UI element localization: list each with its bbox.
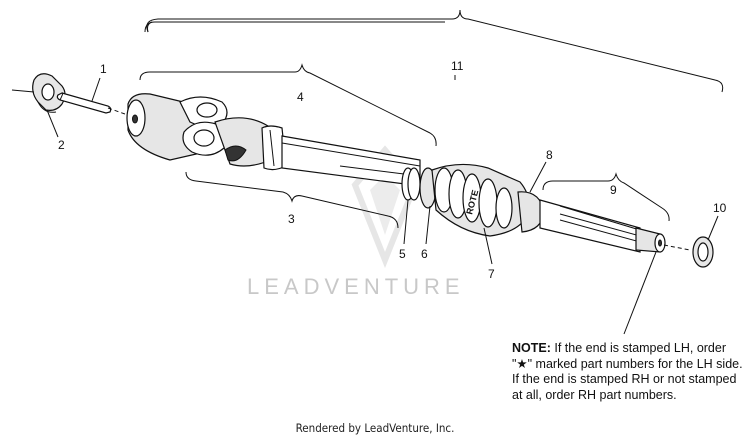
note-body: If the end is stamped LH, order "★" mark…	[512, 341, 743, 402]
note-text: NOTE: If the end is stamped LH, order "★…	[512, 341, 744, 403]
callout-3: 3	[288, 212, 295, 226]
callout-8: 8	[546, 148, 553, 162]
callout-6: 6	[421, 247, 428, 261]
callout-2: 2	[58, 138, 65, 152]
part-2-clip	[32, 73, 66, 113]
watermark-text: LEADVENTURE	[247, 274, 465, 299]
callout-1: 1	[100, 62, 107, 76]
callout-11: 11	[451, 59, 464, 73]
callout-7: 7	[488, 267, 495, 281]
part-4-cv-housing	[126, 93, 287, 171]
bracket-4	[139, 63, 437, 147]
bracket-9	[542, 172, 670, 222]
callout-9: 9	[610, 183, 617, 197]
part-1-pin	[56, 92, 112, 114]
part-7-boot: ROTE	[431, 163, 530, 237]
callout-10: 10	[713, 201, 727, 215]
note-label: NOTE:	[512, 341, 551, 355]
part-9-stub-shaft	[539, 199, 666, 253]
bracket-11	[146, 9, 724, 93]
callout-5: 5	[399, 247, 406, 261]
part-3-shaft	[281, 135, 421, 187]
footer-credit: Rendered by LeadVenture, Inc.	[295, 421, 455, 435]
part-5-ring	[401, 167, 421, 201]
bracket-3	[185, 171, 399, 229]
part-10-snap-ring	[692, 236, 714, 268]
callout-4: 4	[297, 90, 304, 104]
